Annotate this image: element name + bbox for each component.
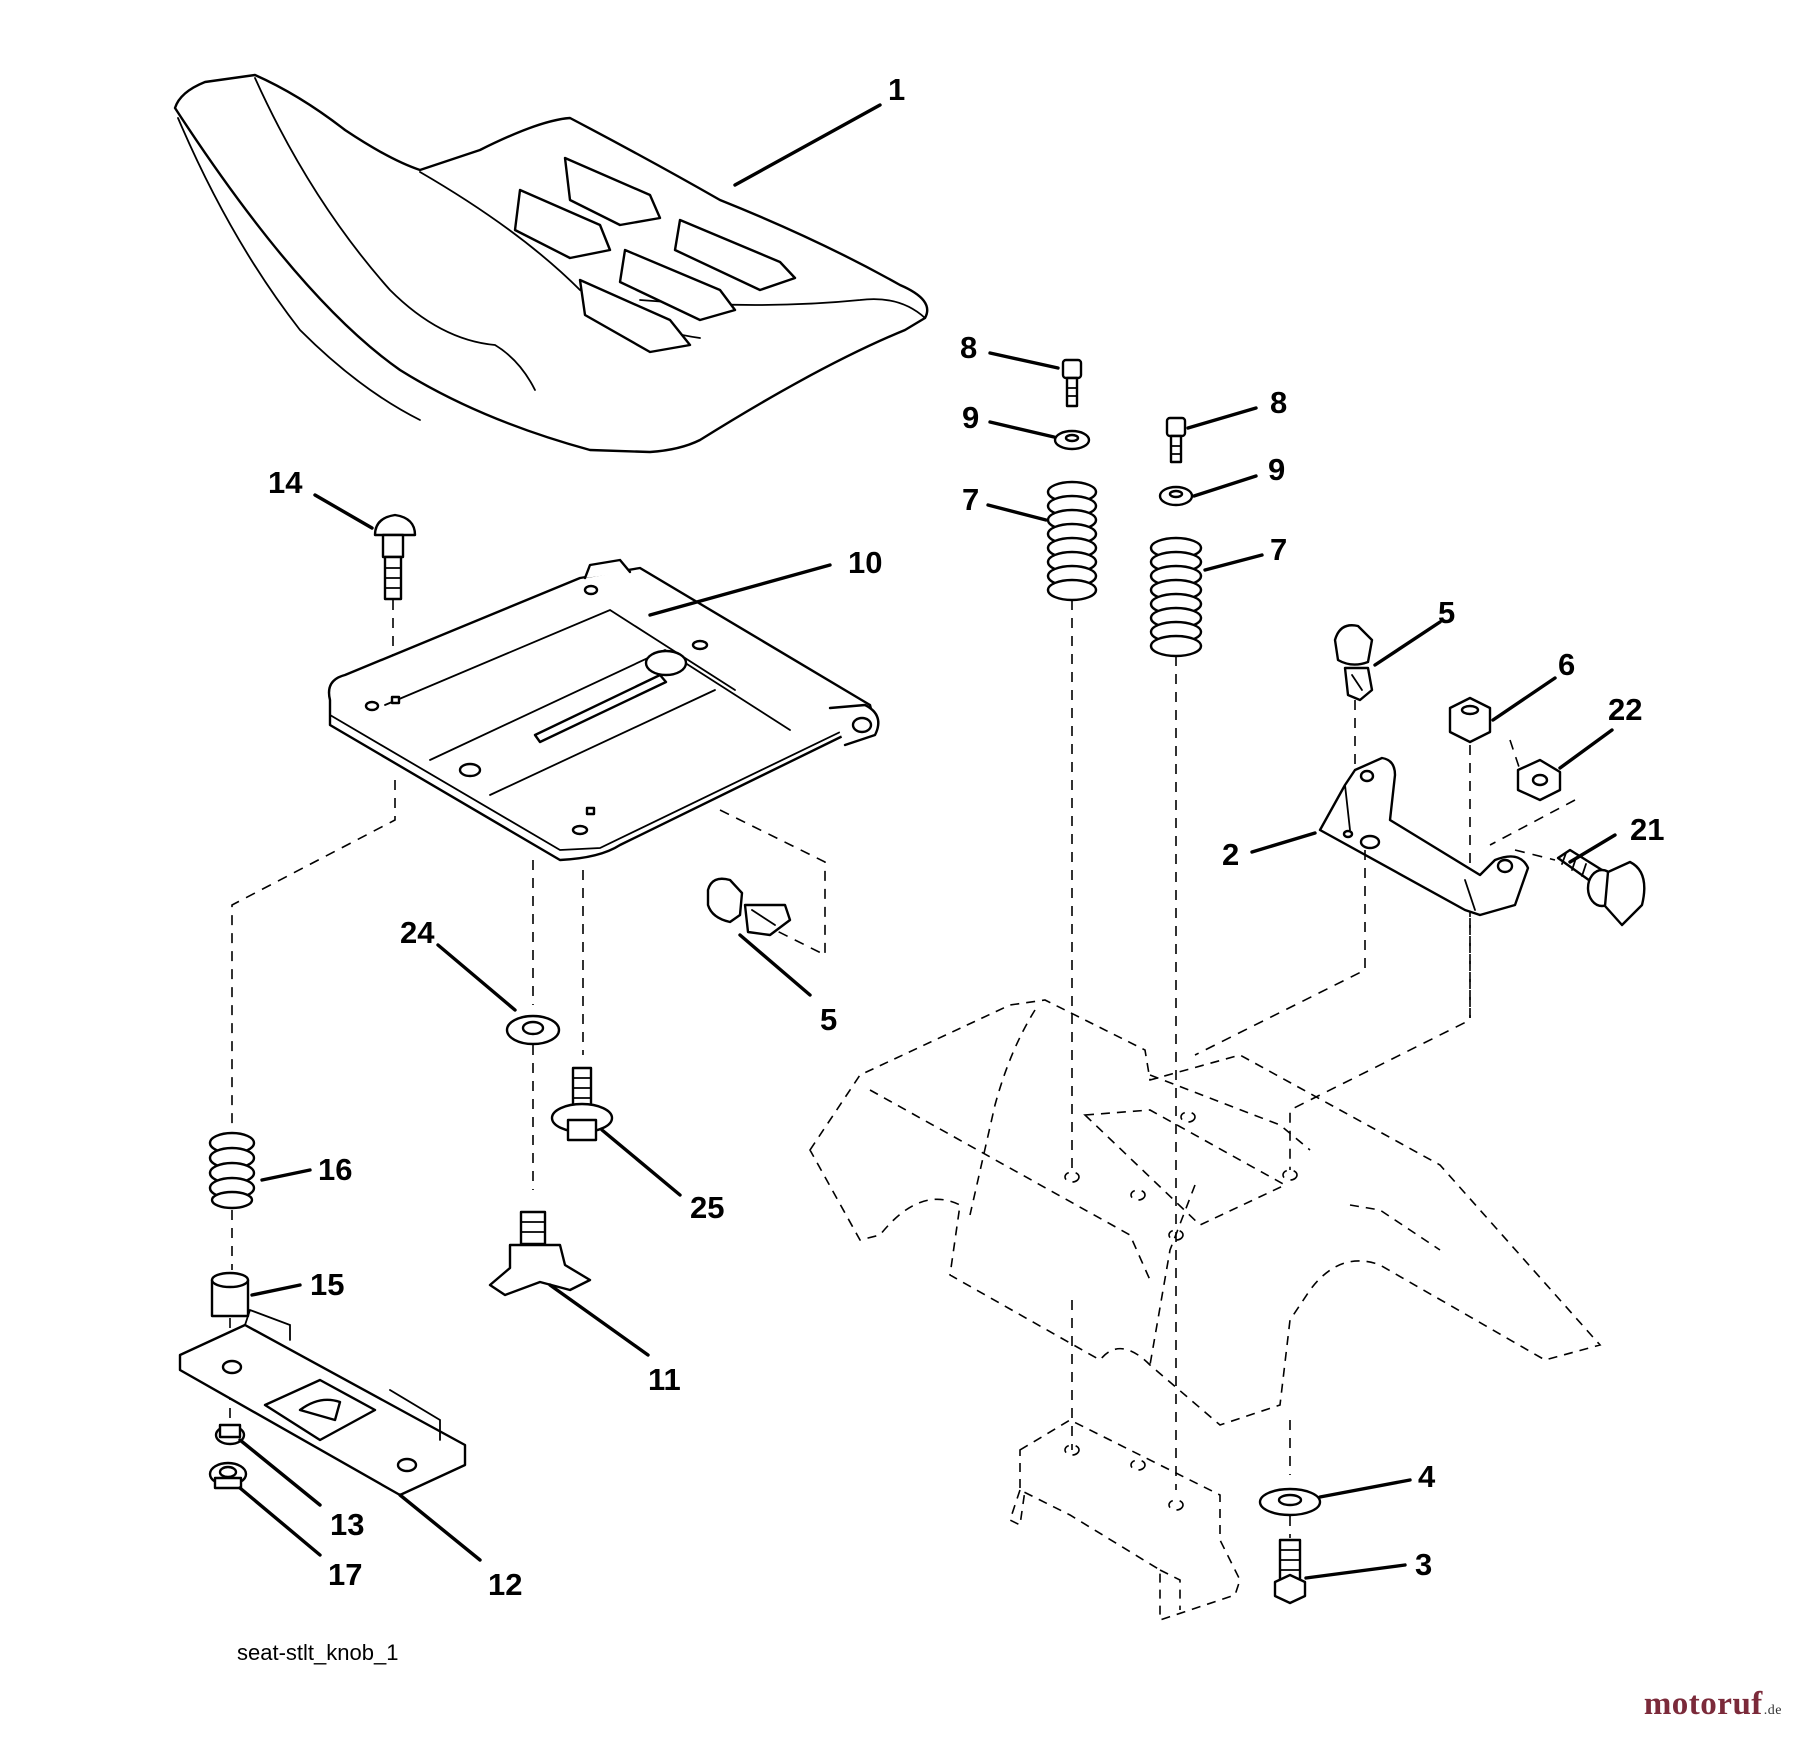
- callout-nut-slide: 17: [238, 1486, 362, 1592]
- callout-9-left: 9: [962, 400, 979, 435]
- flange-bolt: [550, 1066, 614, 1142]
- callout-8-right: 8: [1270, 385, 1287, 420]
- callout-seat-pan: 10: [648, 545, 882, 617]
- callout-carriage-bolt: 14: [268, 465, 374, 530]
- callout-washer-left: 9: [962, 400, 1056, 439]
- watermark-suffix: .de: [1763, 1703, 1782, 1718]
- callout-12: 12: [488, 1567, 522, 1602]
- bolt-bottom: [1273, 1538, 1307, 1605]
- callout-small-spring: 16: [260, 1152, 352, 1187]
- nut-slide: [208, 1461, 248, 1490]
- callout-1: 1: [888, 72, 905, 107]
- washer-slide: [214, 1423, 246, 1446]
- nut-bracket: [1448, 696, 1492, 744]
- callout-shoulder-bolt: 21: [1568, 812, 1664, 864]
- washer-bottom: [1258, 1487, 1322, 1517]
- callout-clip-right: 5: [1373, 595, 1455, 667]
- clip-left: [706, 877, 792, 937]
- small-spring: [208, 1131, 256, 1210]
- washer-pan: [505, 1014, 561, 1046]
- callout-washer-right: 9: [1192, 452, 1285, 498]
- seat-pan: [327, 558, 880, 862]
- callout-bolt-left: 8: [960, 330, 1060, 370]
- callout-17: 17: [328, 1557, 362, 1592]
- callout-7-left: 7: [962, 482, 979, 517]
- watermark-logo: motoruf.de: [1644, 1686, 1782, 1723]
- callout-10: 10: [848, 545, 882, 580]
- callout-8-left: 8: [960, 330, 977, 365]
- callout-spring-left: 7: [962, 482, 1048, 522]
- ghost-fender-frame: [809, 999, 1602, 1622]
- callout-washer-bottom: 4: [1318, 1459, 1436, 1499]
- callout-bolt-right: 8: [1186, 385, 1287, 430]
- callout-6: 6: [1558, 647, 1575, 682]
- callout-5-right: 5: [1438, 595, 1455, 630]
- clip-right: [1333, 624, 1374, 702]
- spring-left: [1046, 480, 1098, 602]
- callout-knob: 11: [548, 1283, 681, 1397]
- seat: [173, 73, 929, 454]
- callout-16: 16: [318, 1152, 352, 1187]
- callout-slide-plate: 12: [398, 1493, 522, 1602]
- carriage-bolt: [373, 513, 417, 601]
- knob: [488, 1210, 592, 1297]
- callout-5-left: 5: [820, 1002, 837, 1037]
- callout-washer-slide: 13: [238, 1438, 364, 1542]
- callout-spring-right: 7: [1203, 532, 1287, 572]
- diagram-caption: seat-stlt_knob_1: [237, 1640, 398, 1665]
- slide-plate: [178, 1308, 467, 1497]
- callout-clip-left: 5: [738, 933, 837, 1037]
- callout-13: 13: [330, 1507, 364, 1542]
- spacer: [210, 1271, 250, 1318]
- callout-spacer: 15: [250, 1267, 344, 1302]
- washer-right: [1158, 485, 1194, 507]
- callout-nut-side: 22: [1558, 692, 1642, 770]
- callout-bolt-bottom: 3: [1304, 1547, 1432, 1582]
- nut-side: [1516, 758, 1562, 802]
- bolt-right: [1165, 416, 1187, 464]
- callout-11: 11: [648, 1362, 681, 1397]
- callout-22: 22: [1608, 692, 1642, 727]
- callout-7-right: 7: [1270, 532, 1287, 567]
- spring-right: [1149, 536, 1203, 658]
- callout-21: 21: [1630, 812, 1664, 847]
- callout-nut-bracket: 6: [1491, 647, 1575, 722]
- callout-25: 25: [690, 1190, 724, 1225]
- callout-bracket: 2: [1222, 831, 1317, 872]
- callout-9-right: 9: [1268, 452, 1285, 487]
- bolt-left: [1061, 358, 1083, 408]
- callout-15: 15: [310, 1267, 344, 1302]
- callout-flange-bolt: 25: [600, 1128, 724, 1225]
- washer-left: [1053, 429, 1091, 451]
- callout-2: 2: [1222, 837, 1239, 872]
- callout-3: 3: [1415, 1547, 1432, 1582]
- callout-washer-pan: 24: [400, 915, 517, 1012]
- watermark-name: motoruf: [1643, 1686, 1763, 1722]
- callout-seat: 1: [733, 72, 905, 187]
- callout-4: 4: [1418, 1459, 1436, 1494]
- callout-24: 24: [400, 915, 435, 950]
- bracket: [1318, 756, 1530, 917]
- callout-14: 14: [268, 465, 303, 500]
